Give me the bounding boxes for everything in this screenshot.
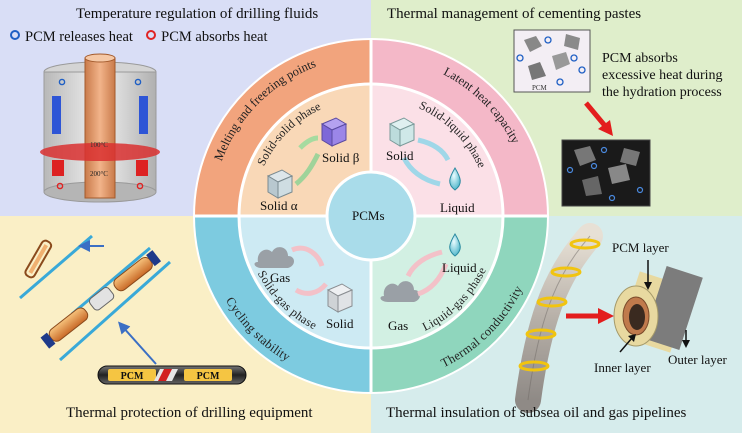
- drill-tag-left: PCM: [121, 371, 144, 382]
- beaker-label: PCM: [532, 84, 548, 92]
- legend: PCM releases heat PCM absorbs heat: [10, 29, 268, 46]
- legend-absorbs-icon: [146, 30, 157, 40]
- cement-paste-after: [561, 139, 651, 207]
- outer-layer-label: Outer layer: [668, 352, 727, 367]
- arrow-beta-alpha-icon: [298, 135, 319, 150]
- arrow-liquid-gas-icon: [417, 263, 449, 297]
- pcm-core: [325, 170, 417, 262]
- droplet-liquid-top-icon: [449, 167, 461, 191]
- state-liquid-top-right: Liquid: [440, 200, 475, 215]
- drill-tag-group: PCM PCM: [121, 371, 220, 382]
- state-solid-alpha: Solid α: [260, 198, 298, 213]
- arrow-solid-gas-icon: [294, 282, 328, 296]
- legend-absorbs-label: PCM absorbs heat: [161, 29, 268, 45]
- state-gas-bottom-right: Gas: [388, 318, 409, 333]
- title-drilling-equipment: Thermal protection of drilling equipment: [66, 405, 313, 421]
- title-subsea-pipelines: Thermal insulation of subsea oil and gas…: [386, 405, 687, 421]
- cement-note: PCM absorbs excessive heat during the hy…: [602, 51, 723, 100]
- cube-solid-beta-icon: [320, 117, 348, 147]
- state-liquid-bottom-right: Liquid: [442, 260, 477, 275]
- cube-solid-top-right-icon: [388, 117, 416, 147]
- arrow-gas-solid-icon: [291, 245, 325, 267]
- inner-layer-label: Inner layer: [594, 360, 651, 375]
- cube-solid-bottom-left-icon: [326, 283, 354, 313]
- red-arrow-down: [584, 101, 613, 136]
- title-drilling-fluids: Temperature regulation of drilling fluid…: [76, 6, 319, 22]
- pcm-layer-label: PCM layer: [612, 240, 669, 255]
- cylinder-label-lower: 200°C: [90, 170, 108, 178]
- arrow-gas-liquid-icon: [405, 249, 443, 278]
- drilling-fluid-cylinder: [40, 53, 160, 203]
- drill-tag-right: PCM: [197, 371, 220, 382]
- state-solid-top-right: Solid: [386, 148, 414, 163]
- state-solid-bottom-left: Solid: [326, 316, 354, 331]
- droplet-liquid-bottom-icon: [449, 233, 461, 257]
- legend-releases-icon: [10, 30, 20, 40]
- beaker-label-group: PCM: [532, 84, 548, 92]
- legend-releases-label: PCM releases heat: [25, 29, 133, 45]
- cylinder-label-upper: 100°C: [90, 141, 108, 149]
- state-icons: [254, 117, 461, 313]
- drilling-equipment: [19, 234, 247, 385]
- center-label: PCMs: [352, 208, 385, 223]
- cube-solid-alpha-icon: [266, 169, 294, 199]
- subsea-pipeline: [515, 223, 703, 413]
- inner-ring-bottom-left: [239, 216, 371, 348]
- state-gas-bottom-left: Gas: [270, 270, 291, 285]
- arrow-liquid-solid-icon: [401, 156, 441, 187]
- cloud-gas-left-icon: [254, 247, 294, 268]
- state-solid-beta: Solid β: [322, 150, 360, 165]
- arrow-alpha-beta-icon: [294, 152, 321, 186]
- arrow-solid-liquid-icon: [417, 137, 451, 162]
- cement-paste-before: [513, 29, 591, 93]
- cloud-gas-right-icon: [380, 281, 420, 302]
- title-cementing-pastes: Thermal management of cementing pastes: [387, 6, 642, 22]
